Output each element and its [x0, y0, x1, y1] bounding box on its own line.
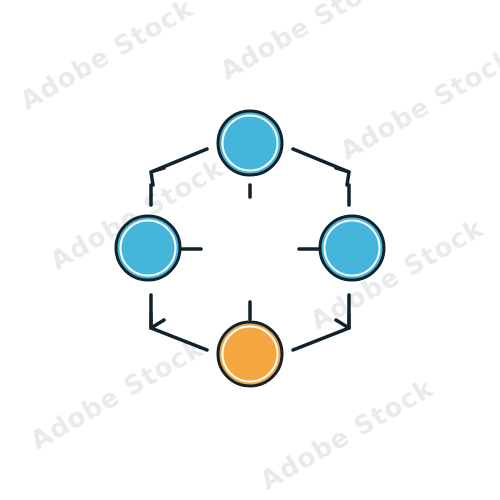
node-bottom — [216, 320, 284, 388]
edge-right-bottom — [291, 293, 351, 352]
edge-left-bottom — [149, 293, 209, 352]
node-left — [114, 214, 182, 282]
edge-top-right — [291, 147, 351, 187]
node-right — [318, 214, 386, 282]
edge-top-left — [149, 147, 209, 187]
node-top — [216, 109, 284, 177]
